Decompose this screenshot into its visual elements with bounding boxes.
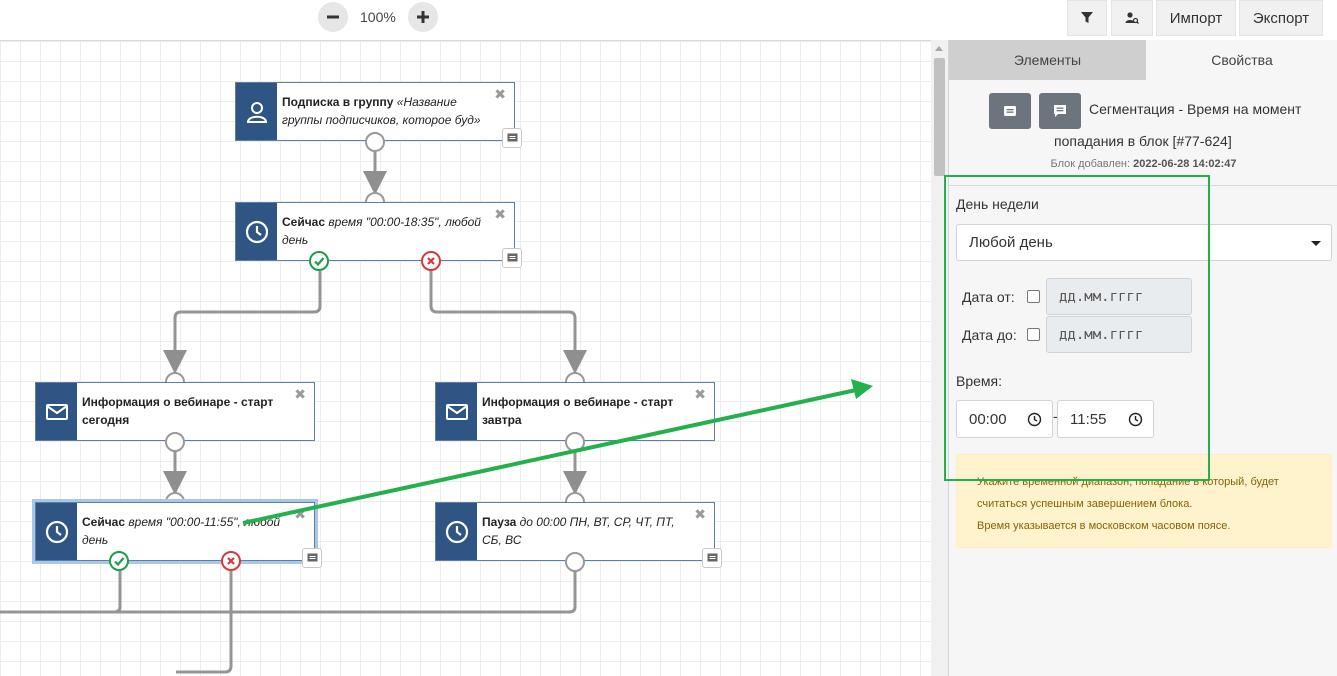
close-icon[interactable]: ✖: [294, 506, 306, 522]
block-added-date: 2022-06-28 14:02:47: [1133, 158, 1237, 170]
checkmark-icon: [114, 557, 125, 567]
weekday-selected-value: Любой день: [969, 234, 1053, 251]
close-icon[interactable]: ✖: [494, 86, 506, 102]
clock-icon[interactable]: [1128, 412, 1143, 427]
filter-icon: [1081, 12, 1093, 23]
date-to-input[interactable]: дд.мм.гггг: [1046, 316, 1192, 353]
time-to-input[interactable]: 11:55: [1057, 400, 1154, 438]
comment-button[interactable]: [502, 128, 522, 148]
alert-line: считаться успешным завершением блока.: [977, 498, 1193, 510]
weekday-select[interactable]: Любой день: [956, 224, 1332, 261]
node-output-port[interactable]: [565, 432, 585, 452]
properties-panel: Элементы Свойства Сегментация - Время на…: [948, 40, 1337, 676]
fail-output-port[interactable]: [421, 251, 441, 271]
time-from-value: 00:00: [969, 411, 1007, 428]
clock-icon: [445, 520, 468, 543]
node-output-port[interactable]: [365, 132, 385, 152]
filter-button[interactable]: [1067, 0, 1107, 36]
scrollbar-thumb[interactable]: [934, 58, 945, 176]
date-to-label: Дата до:: [962, 327, 1017, 343]
flow-node-subscription[interactable]: Подписка в группу «Название группы подпи…: [235, 82, 515, 141]
zoom-in-button[interactable]: [408, 2, 438, 32]
node-description: время "00:00-18:35", любой день: [282, 215, 481, 247]
block-added-info: Блок добавлен: 2022-06-28 14:02:47: [949, 158, 1337, 170]
checkmark-icon: [314, 257, 325, 267]
cross-icon: [427, 257, 435, 265]
divider: [949, 185, 1337, 186]
node-description: «Название группы подписчиков, которое бу…: [282, 95, 481, 127]
node-title: Информация о вебинаре - старт завтра: [482, 395, 674, 427]
person-icon: [246, 101, 267, 123]
comment-button[interactable]: [1039, 93, 1081, 129]
close-icon[interactable]: ✖: [694, 506, 706, 522]
flow-canvas[interactable]: Подписка в группу «Название группы подпи…: [0, 40, 931, 676]
clock-icon[interactable]: [1027, 412, 1042, 427]
close-icon[interactable]: ✖: [294, 386, 306, 402]
date-from-input[interactable]: дд.мм.гггг: [1046, 278, 1192, 315]
message-icon: [1004, 106, 1016, 116]
node-output-port[interactable]: [165, 432, 185, 452]
envelope-icon: [445, 403, 468, 420]
comment-icon: [307, 553, 317, 561]
clock-icon: [245, 220, 268, 243]
date-to-checkbox[interactable]: [1027, 328, 1040, 341]
date-from-checkbox[interactable]: [1027, 290, 1040, 303]
node-title: Сейчас: [282, 215, 326, 229]
node-title: Информация о вебинаре - старт сегодня: [82, 395, 274, 427]
canvas-scrollbar[interactable]: [931, 40, 948, 676]
block-title-continued: попадания в блок [#77-624]: [1054, 133, 1232, 149]
time-label: Время:: [956, 373, 1003, 389]
minus-icon: [327, 15, 339, 19]
info-alert: Укажите временной диапазон, попадание в …: [956, 454, 1332, 548]
comment-button[interactable]: [502, 248, 522, 268]
block-added-label: Блок добавлен:: [1050, 158, 1131, 170]
comment-button[interactable]: [302, 548, 322, 568]
tab-properties[interactable]: Свойства: [1146, 40, 1337, 80]
message-button[interactable]: [989, 93, 1031, 129]
flow-node-now-18-35[interactable]: Сейчас время "00:00-18:35", любой день ✖: [235, 202, 515, 261]
clock-icon: [45, 520, 68, 543]
block-title: Сегментация - Время на момент: [1089, 101, 1302, 117]
alert-line: Время указывается в московском часовом п…: [977, 520, 1231, 532]
success-output-port[interactable]: [109, 551, 129, 571]
success-output-port[interactable]: [309, 251, 329, 271]
cross-icon: [227, 557, 235, 565]
plus-icon: [417, 11, 429, 23]
envelope-icon: [45, 403, 68, 420]
zoom-out-button[interactable]: [318, 2, 348, 32]
user-search-icon: [1125, 12, 1139, 24]
weekday-label: День недели: [956, 196, 1039, 212]
node-title: Пауза: [482, 515, 517, 529]
node-description: время "00:00-11:55", любой день: [82, 515, 281, 547]
time-to-value: 11:55: [1070, 411, 1107, 428]
fail-output-port[interactable]: [221, 551, 241, 571]
scroll-up-arrow-icon[interactable]: [935, 46, 943, 51]
top-toolbar: 100% Импорт Экспорт: [0, 0, 1337, 40]
node-output-port[interactable]: [565, 552, 585, 572]
flow-node-now-11-55[interactable]: Сейчас время "00:00-11:55", любой день ✖: [35, 502, 315, 561]
caret-down-icon: [1311, 241, 1321, 246]
node-title: Сейчас: [82, 515, 126, 529]
export-button[interactable]: Экспорт: [1239, 0, 1323, 36]
close-icon[interactable]: ✖: [694, 386, 706, 402]
close-icon[interactable]: ✖: [494, 206, 506, 222]
import-button[interactable]: Импорт: [1156, 0, 1236, 36]
user-search-button[interactable]: [1111, 0, 1153, 36]
time-from-input[interactable]: 00:00: [956, 400, 1053, 438]
tab-elements[interactable]: Элементы: [949, 40, 1146, 80]
comment-icon: [507, 253, 517, 261]
comment-icon: [707, 553, 717, 561]
node-title: Подписка в группу: [282, 95, 394, 109]
alert-line: Укажите временной диапазон, попадание в …: [977, 476, 1279, 488]
zoom-level: 100%: [360, 9, 396, 25]
date-from-label: Дата от:: [962, 289, 1015, 305]
comment-icon: [507, 133, 517, 141]
comment-button[interactable]: [702, 548, 722, 568]
comment-icon: [1054, 105, 1066, 117]
